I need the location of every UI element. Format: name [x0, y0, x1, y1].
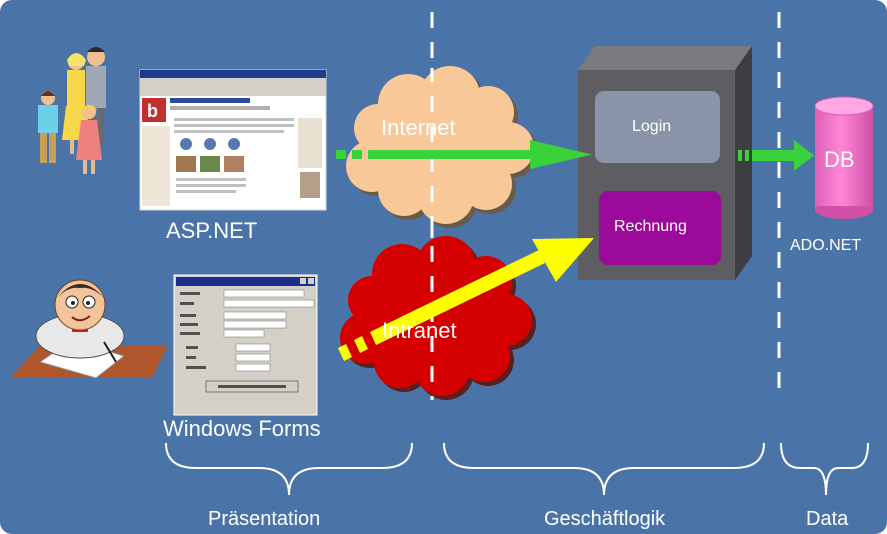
svg-text:b: b: [147, 101, 158, 121]
windows-forms-label: Windows Forms: [163, 416, 321, 441]
login-component: [595, 91, 720, 163]
tier-business-label: Geschäftlogik: [544, 508, 666, 530]
billing-label: Rechnung: [614, 218, 687, 235]
desk-worker-icon: [10, 279, 168, 379]
billing-component: [599, 191, 721, 265]
tier-data-label: Data: [806, 508, 849, 530]
business-brace: [443, 442, 765, 496]
intranet-cloud: [340, 236, 536, 400]
asp-net-label: ASP.NET: [166, 218, 258, 243]
internet-arrow: [336, 140, 592, 169]
internet-label: Internet: [381, 115, 456, 140]
presentation-brace: [165, 442, 413, 496]
data-brace: [780, 442, 869, 496]
intranet-arrow: [338, 238, 594, 361]
database-label: DB: [824, 147, 855, 172]
web-browser-window: b: [139, 69, 327, 211]
database-arrow: [738, 140, 814, 171]
database-cylinder: [814, 96, 874, 219]
family-users-icon: [38, 47, 106, 174]
intranet-label: Intranet: [382, 318, 457, 343]
application-server: [578, 46, 752, 280]
login-label: Login: [632, 118, 672, 135]
tier-presentation-label: Präsentation: [208, 508, 321, 530]
windows-forms-dialog: [173, 274, 318, 416]
ado-net-label: ADO.NET: [790, 237, 862, 254]
internet-cloud: [346, 66, 538, 228]
